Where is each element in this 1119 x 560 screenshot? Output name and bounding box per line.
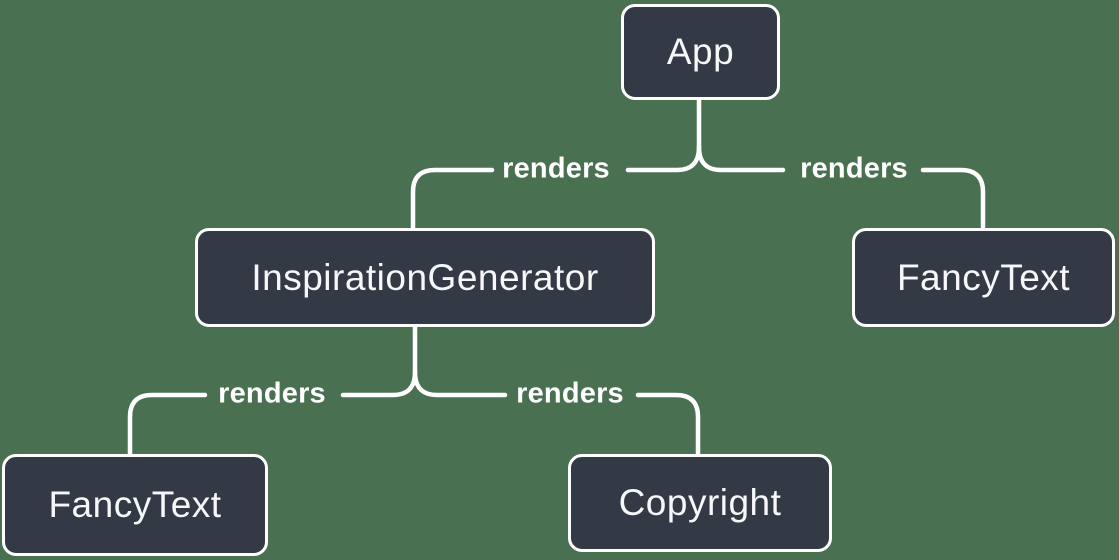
node-copyright-label: Copyright: [618, 482, 782, 523]
node-fancy-text-right: FancyText: [852, 228, 1115, 327]
node-copyright: Copyright: [568, 454, 832, 552]
edge-label-renders-app-inspirationgenerator: renders: [502, 152, 610, 185]
node-fancy-text-bottom-left: FancyText: [2, 454, 268, 556]
node-app: App: [621, 4, 780, 100]
edge-label-renders-inspirationgenerator-fancytext: renders: [218, 377, 326, 410]
edge-inspirationgenerator-to-copyright: [412, 369, 701, 458]
edge-label-renders-app-fancytext: renders: [800, 152, 908, 185]
node-inspiration-generator-label: InspirationGenerator: [251, 256, 599, 298]
edge-label-renders-inspirationgenerator-copyright: renders: [516, 377, 624, 410]
node-inspiration-generator: InspirationGenerator: [195, 228, 655, 327]
node-fancy-text-bottom-left-label: FancyText: [48, 484, 222, 525]
node-fancy-text-right-label: FancyText: [896, 256, 1071, 298]
node-app-label: App: [666, 31, 735, 72]
edge-app-to-fancytext: [696, 144, 986, 231]
